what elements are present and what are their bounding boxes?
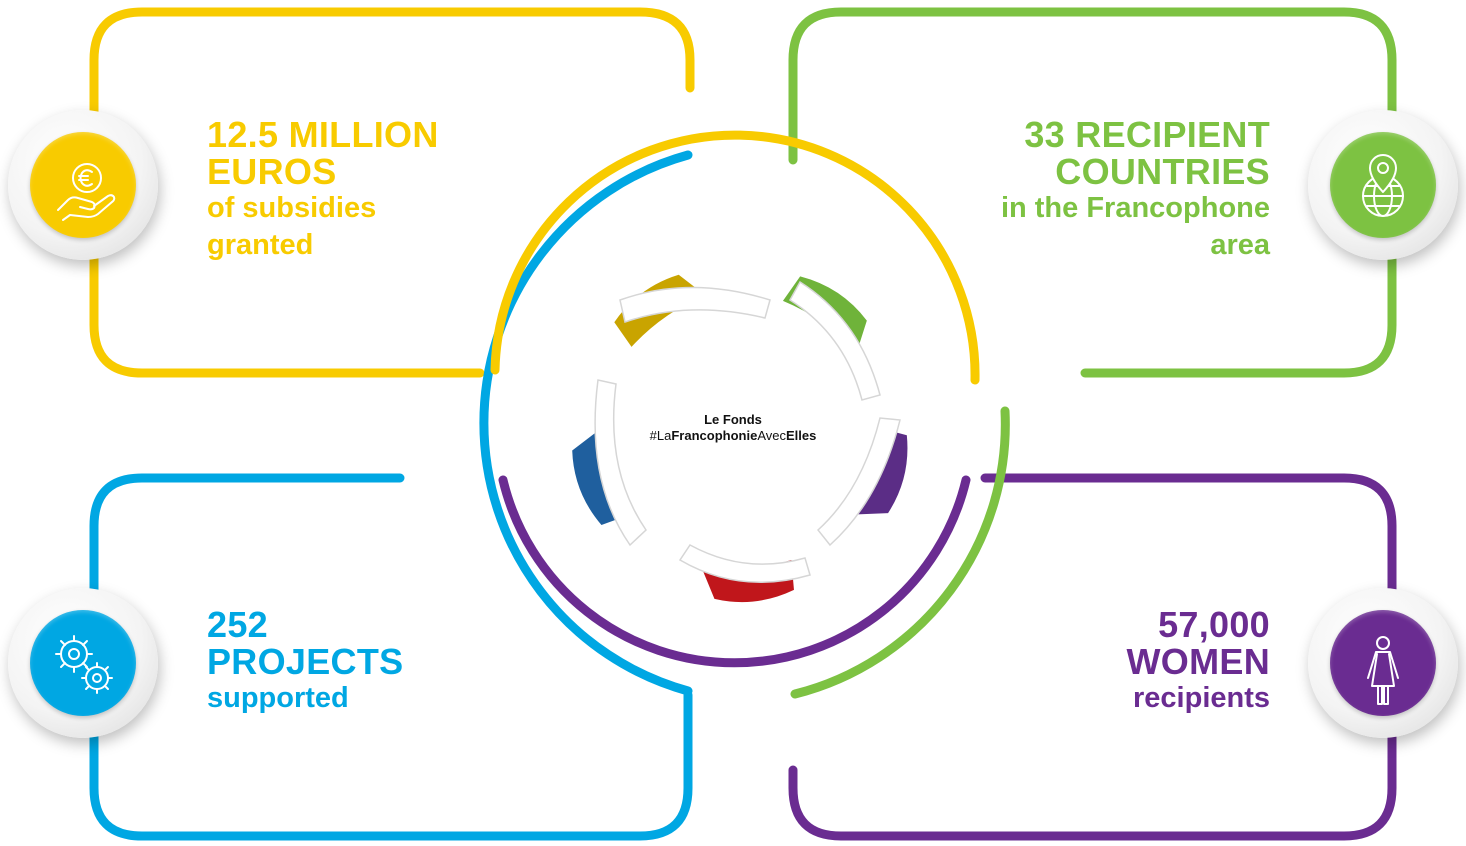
frame-yellow xyxy=(89,7,695,378)
center-title: Le Fonds xyxy=(704,412,762,427)
stat-projects-unit: PROJECTS xyxy=(207,641,404,682)
hand-white-1 xyxy=(619,286,771,323)
stat-women-desc: recipients xyxy=(1133,682,1270,714)
center-hashtag: #LaFrancophonieAvecElles xyxy=(620,428,846,444)
frame-blue xyxy=(89,473,693,841)
stat-projects-value: 252 xyxy=(207,604,268,645)
stat-countries: 33 RECIPIENT COUNTRIES in the Francophon… xyxy=(1001,116,1270,264)
euro-hand-icon xyxy=(57,163,116,221)
stat-women: 57,000 WOMEN recipients xyxy=(1127,606,1270,717)
globe-location-icon xyxy=(1362,154,1404,217)
hand-white-5 xyxy=(594,379,647,547)
center-label: Le Fonds #LaFrancophonieAvecElles xyxy=(620,412,846,444)
stat-women-value: 57,000 xyxy=(1158,604,1270,645)
medal-women xyxy=(1308,588,1458,738)
woman-icon xyxy=(1367,636,1399,705)
hashtag-bold-elles: Elles xyxy=(785,428,817,443)
frame-green xyxy=(788,7,1397,378)
stat-subsidies-desc-1: of subsidies xyxy=(207,192,377,224)
hashtag-avec: Avec xyxy=(757,428,786,443)
hashtag-bold-francophonie: Francophonie xyxy=(671,428,758,443)
gears-icon xyxy=(55,635,113,694)
medal-subsidies xyxy=(8,110,158,260)
arc-purple xyxy=(498,475,971,668)
arc-green xyxy=(790,406,1010,699)
stat-women-unit: WOMEN xyxy=(1126,641,1270,682)
hands-illustration xyxy=(572,270,908,603)
stat-countries-desc-1: in the Francophone xyxy=(1000,192,1270,224)
hand-white-2 xyxy=(789,280,881,401)
stat-projects: 252 PROJECTS supported xyxy=(207,606,403,717)
hand-white-4 xyxy=(678,544,811,583)
stat-countries-value: 33 RECIPIENT xyxy=(1024,114,1270,155)
hashtag-prefix: #La xyxy=(649,428,672,443)
stat-subsidies-value: 12.5 MILLION xyxy=(207,114,439,155)
medal-countries xyxy=(1308,110,1458,260)
stat-subsidies-unit: EUROS xyxy=(207,151,337,192)
medal-projects xyxy=(8,588,158,738)
frame-purple xyxy=(788,473,1397,841)
stat-projects-desc: supported xyxy=(207,682,349,714)
hand-white-3 xyxy=(816,417,901,547)
arc-blue xyxy=(479,150,693,696)
stat-countries-desc-2: area xyxy=(1210,229,1270,261)
stat-subsidies: 12.5 MILLION EUROS of subsidies granted xyxy=(207,116,439,264)
arc-yellow xyxy=(490,130,980,385)
stat-subsidies-desc-2: granted xyxy=(207,229,314,261)
stat-countries-unit: COUNTRIES xyxy=(1055,151,1270,192)
